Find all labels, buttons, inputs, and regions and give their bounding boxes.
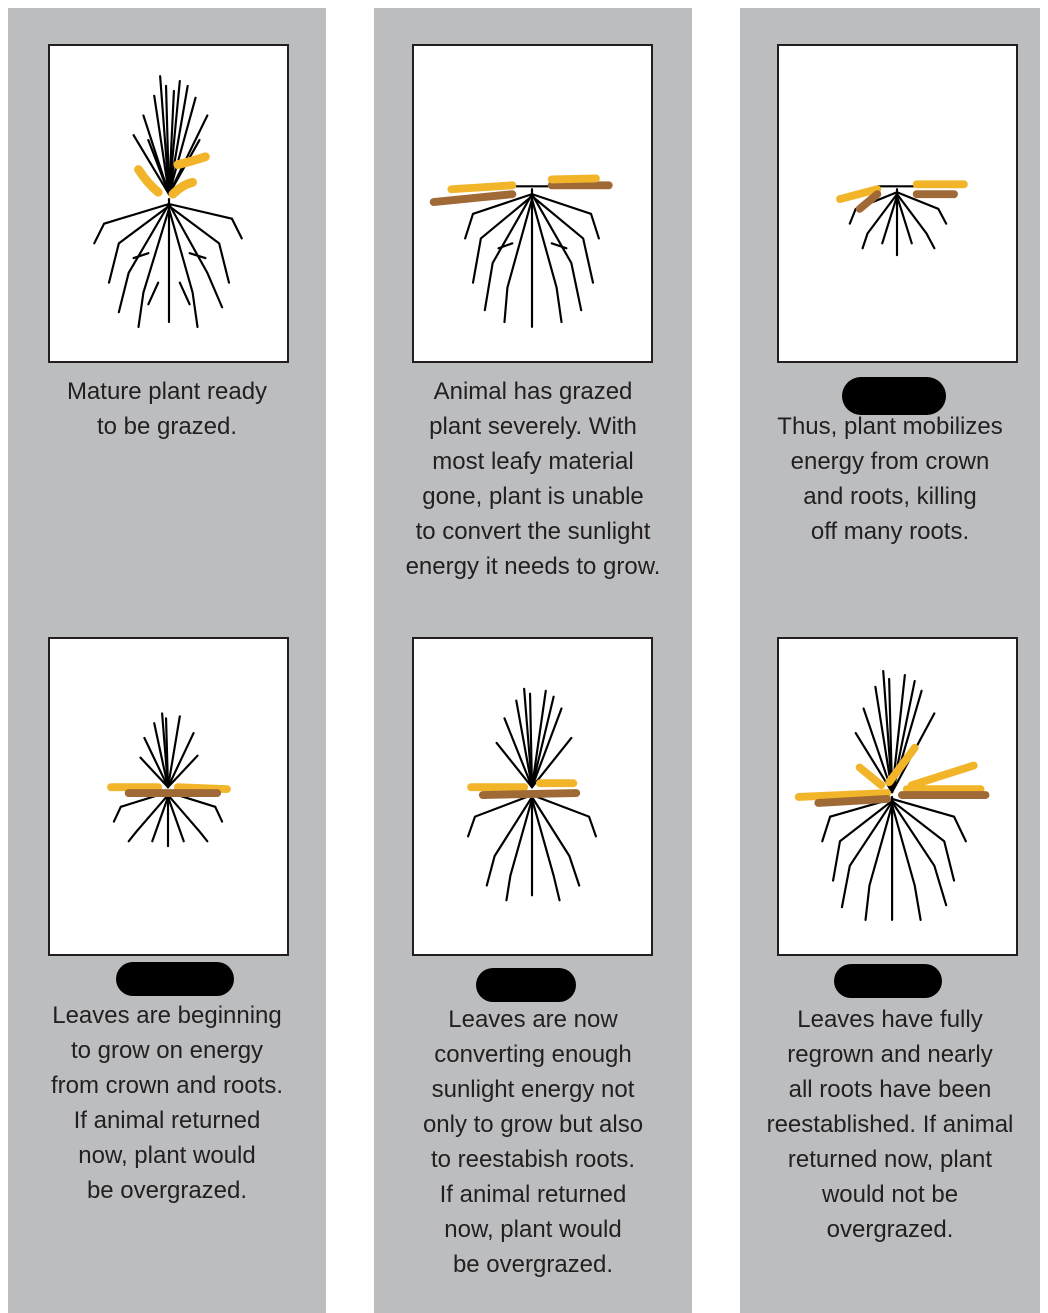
caption-stage-5: Leaves are now converting enough sunligh… [374,1002,692,1282]
grazed-plant-drawing [414,46,651,361]
caption-stage-4: Leaves are beginning to grow on energy f… [8,998,326,1208]
regrown-plant-drawing [779,639,1016,954]
redaction-mark [834,964,942,998]
caption-stage-6: Leaves have fully regrown and nearly all… [740,1002,1040,1247]
redaction-mark [116,962,234,996]
converting-plant-drawing [414,639,651,954]
caption-stage-1: Mature plant ready to be grazed. [8,374,326,444]
plant-illustration-regrowing [48,637,289,956]
caption-stage-2: Animal has grazed plant severely. With m… [374,374,692,584]
redaction-mark [476,968,576,1002]
plant-illustration-converting [412,637,653,956]
caption-stage-3: Thus, plant mobilizes energy from crown … [740,409,1040,549]
mature-plant-drawing [50,46,287,361]
regrowing-plant-drawing [50,639,287,954]
plant-illustration-grazed [412,44,653,363]
plant-illustration-mature [48,44,289,363]
plant-illustration-regrown [777,637,1018,956]
mobilizing-plant-drawing [779,46,1016,361]
plant-illustration-mobilizing [777,44,1018,363]
